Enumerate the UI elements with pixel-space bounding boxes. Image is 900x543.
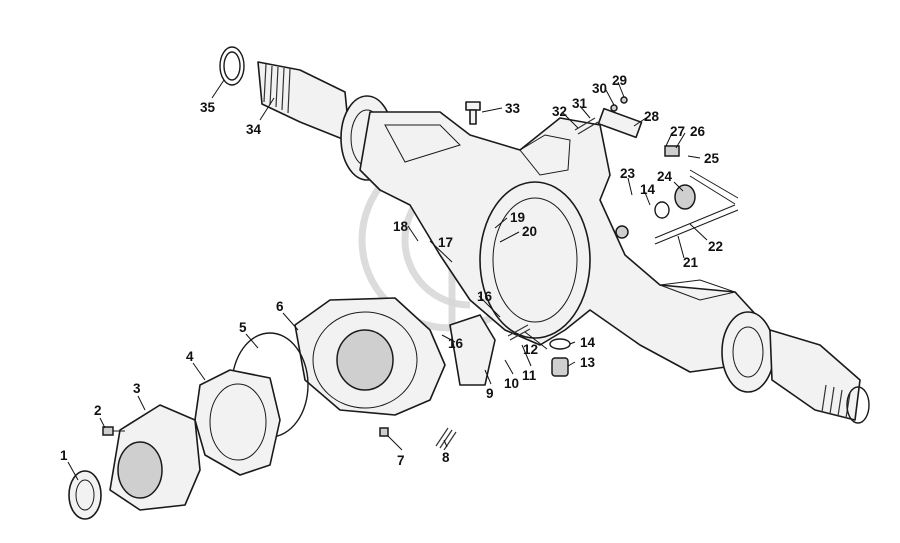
leader-lines: [67, 79, 708, 481]
callout-20: 20: [522, 224, 537, 239]
seal-ring-left: [219, 46, 245, 86]
callout-19: 19: [510, 210, 525, 225]
cover-plate: [449, 314, 496, 386]
callout-17: 17: [438, 235, 453, 250]
o-ring-14-lower: [549, 338, 571, 350]
callout-labels: 1 2 3 4 5 6 7 8 9 10 11 12 13 14 14 16 1…: [60, 73, 723, 468]
callout-10: 10: [504, 376, 519, 391]
callout-6: 6: [276, 299, 284, 314]
callout-5: 5: [239, 320, 247, 335]
nut-7: [379, 427, 389, 437]
callout-9: 9: [486, 386, 494, 401]
callout-13: 13: [580, 355, 596, 370]
callout-28: 28: [644, 109, 660, 124]
callout-30: 30: [592, 81, 607, 96]
callout-4: 4: [186, 349, 194, 364]
axle-housing: [359, 111, 771, 373]
callout-25: 25: [704, 151, 720, 166]
lever-assembly: [574, 96, 739, 245]
callout-23: 23: [620, 166, 636, 181]
callout-2: 2: [94, 403, 102, 418]
callout-16-lower: 16: [448, 336, 464, 351]
callout-26: 26: [690, 124, 706, 139]
callout-31: 31: [572, 96, 588, 111]
callout-11: 11: [522, 368, 537, 383]
stud-12: [507, 324, 531, 341]
callout-27: 27: [670, 124, 685, 139]
callout-14-lower: 14: [580, 335, 596, 350]
callout-16-upper: 16: [477, 289, 493, 304]
callout-35: 35: [200, 100, 216, 115]
bolt: [102, 426, 125, 436]
callout-1: 1: [60, 448, 68, 463]
callout-7: 7: [397, 453, 405, 468]
stud-8: [435, 427, 457, 451]
callout-12: 12: [523, 342, 538, 357]
callout-29: 29: [612, 73, 627, 88]
axle-spindle-right: [721, 311, 870, 424]
callout-32: 32: [552, 104, 567, 119]
callout-34: 34: [246, 122, 262, 137]
bearing-housing: [109, 404, 201, 511]
callout-22: 22: [708, 239, 723, 254]
callout-8: 8: [442, 450, 450, 465]
bolt-33: [465, 101, 481, 125]
callout-14-upper: 14: [640, 182, 656, 197]
callout-18: 18: [393, 219, 409, 234]
callout-33: 33: [505, 101, 521, 116]
breather-13: [551, 357, 569, 377]
oil-seal: [68, 470, 102, 520]
flange-plate: [194, 369, 281, 476]
differential-carrier: [294, 297, 446, 416]
callout-3: 3: [133, 381, 141, 396]
callout-24: 24: [657, 169, 673, 184]
callout-21: 21: [683, 255, 699, 270]
